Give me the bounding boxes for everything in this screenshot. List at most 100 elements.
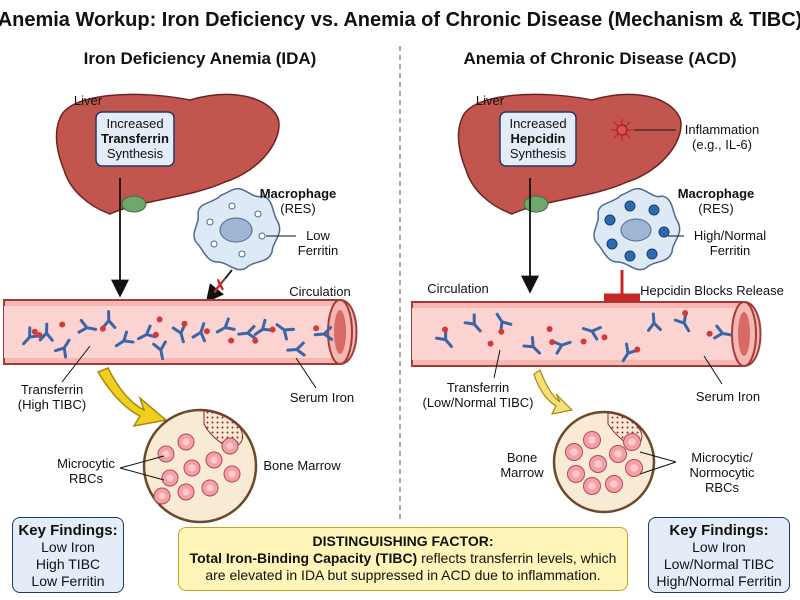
acd-rbcs-line2: Normocytic bbox=[689, 465, 755, 480]
iron-dot bbox=[31, 328, 38, 335]
transferrin-molecule bbox=[286, 341, 306, 357]
transferrin-molecule bbox=[38, 322, 54, 342]
ida-key-item: Low Ferritin bbox=[31, 573, 105, 589]
transferrin-molecule bbox=[152, 340, 167, 361]
rbc bbox=[205, 451, 223, 469]
distinguishing-line2: are elevated in IDA but suppressed in AC… bbox=[205, 567, 601, 583]
iron-dot bbox=[546, 326, 553, 332]
transferrin-molecule bbox=[646, 312, 662, 332]
transferrin-molecule bbox=[581, 326, 602, 341]
acd-serum-iron-leader bbox=[703, 355, 723, 385]
ida-liver-box bbox=[95, 111, 175, 167]
ida-liver-box-line3: Synthesis bbox=[107, 146, 164, 161]
rbc bbox=[201, 479, 219, 497]
iron-dot bbox=[156, 316, 163, 323]
acd-transferrin-line1: Transferrin bbox=[447, 380, 509, 395]
acd-key-title: Key Findings: bbox=[669, 522, 769, 539]
ida-macrophage-title: Macrophage bbox=[260, 186, 337, 201]
rbc bbox=[583, 431, 601, 449]
ida-ferritin-line1: Low bbox=[306, 228, 330, 243]
transferrin-molecule bbox=[713, 324, 733, 340]
acd-serum-iron-label: Serum Iron bbox=[696, 389, 760, 404]
ida-serum-iron-label: Serum Iron bbox=[290, 390, 354, 405]
acd-transferrin-leader bbox=[493, 349, 501, 379]
distinguishing-rest: reflects transferrin levels, which bbox=[417, 550, 617, 566]
rbc bbox=[623, 433, 641, 451]
iron-dot bbox=[228, 337, 235, 344]
ida-liver-label: Liver bbox=[74, 93, 103, 108]
acd-rbcs-line3: RBCs bbox=[705, 480, 739, 495]
iron-dot bbox=[59, 321, 66, 328]
rbc bbox=[153, 487, 171, 505]
rbc bbox=[221, 437, 239, 455]
distinguishing-bold: Total Iron-Binding Capacity (TIBC) bbox=[189, 550, 418, 566]
acd-liver-box-line1: Increased bbox=[509, 116, 566, 131]
transferrin-molecule bbox=[114, 330, 135, 348]
acd-key-item: Low Iron bbox=[692, 539, 746, 555]
ida-rbc-leader-2 bbox=[119, 467, 165, 481]
ida-heading: Iron Deficiency Anemia (IDA) bbox=[84, 49, 317, 68]
iron-dot bbox=[580, 338, 587, 345]
rbc bbox=[177, 483, 195, 501]
transferrin-molecule bbox=[313, 325, 334, 341]
distinguishing-factor-box: DISTINGUISHING FACTOR: Total Iron-Bindin… bbox=[178, 527, 628, 591]
transferrin-molecule bbox=[275, 323, 295, 341]
rbc bbox=[565, 443, 583, 461]
acd-key-findings: Key Findings: Low Iron Low/Normal TIBC H… bbox=[648, 517, 790, 593]
acd-heading: Anemia of Chronic Disease (ACD) bbox=[464, 49, 737, 68]
ida-transferrin-line2: (High TIBC) bbox=[18, 397, 86, 412]
rbc bbox=[625, 459, 643, 477]
rbc bbox=[161, 469, 179, 487]
acd-rbcs-line1: Microcytic/ bbox=[691, 450, 753, 465]
rbc bbox=[177, 433, 195, 451]
ida-macrophage-sub: (RES) bbox=[280, 201, 315, 216]
ida-marrow-label: Bone Marrow bbox=[263, 458, 341, 473]
iron-dot bbox=[152, 331, 159, 338]
transferrin-molecule bbox=[191, 322, 206, 343]
acd-key-item: High/Normal Ferritin bbox=[656, 573, 782, 589]
transferrin-molecule bbox=[549, 339, 572, 355]
acd-rbc-cluster bbox=[565, 431, 643, 495]
rbc bbox=[609, 445, 627, 463]
rbc bbox=[605, 475, 623, 493]
rbc bbox=[567, 465, 585, 483]
transferrin-molecule bbox=[53, 338, 71, 359]
distinguishing-line1: Total Iron-Binding Capacity (TIBC) refle… bbox=[179, 550, 627, 567]
rbc bbox=[157, 445, 175, 463]
ida-ferritin-line2: Ferritin bbox=[298, 243, 338, 258]
acd-macrophage-sub: (RES) bbox=[698, 201, 733, 216]
acd-marrow-line2: Marrow bbox=[500, 465, 544, 480]
acd-macrophage-title: Macrophage bbox=[678, 186, 755, 201]
ida-liver-box-line1: Increased bbox=[106, 116, 163, 131]
acd-yellow-arrow bbox=[533, 369, 574, 415]
acd-ferritin-line1: High/Normal bbox=[694, 228, 766, 243]
ida-key-findings: Key Findings: Low Iron High TIBC Low Fer… bbox=[12, 517, 124, 593]
acd-marrow-line1: Bone bbox=[507, 450, 537, 465]
acd-liver-box-line3: Synthesis bbox=[510, 146, 567, 161]
ida-yellow-arrow bbox=[96, 367, 168, 428]
ida-transferrin-line1: Transferrin bbox=[21, 382, 83, 397]
transferrin-molecule bbox=[621, 342, 641, 363]
acd-ferritin-line2: Ferritin bbox=[710, 243, 750, 258]
iron-dot bbox=[252, 337, 259, 344]
acd-transferrin-line2: (Low/Normal TIBC) bbox=[422, 395, 533, 410]
iron-dot bbox=[313, 325, 320, 332]
ida-rbcs-line2: RBCs bbox=[69, 471, 103, 486]
acd-circulation-label: Circulation bbox=[427, 281, 488, 296]
iron-dot bbox=[601, 334, 608, 341]
transferrin-molecule bbox=[495, 312, 513, 335]
iron-dot bbox=[706, 330, 713, 337]
acd-transferrin-molecules bbox=[435, 310, 733, 363]
rbc bbox=[223, 465, 241, 483]
distinguishing-title: DISTINGUISHING FACTOR: bbox=[312, 533, 494, 549]
inflammation-line1: Inflammation bbox=[685, 122, 759, 137]
transferrin-molecule bbox=[522, 336, 541, 355]
acd-macrophage-icon bbox=[593, 187, 681, 271]
transferrin-molecule bbox=[435, 326, 453, 348]
rbc bbox=[583, 477, 601, 495]
acd-rbc-leader-2 bbox=[639, 461, 677, 475]
ida-circulation-label: Circulation bbox=[289, 284, 350, 299]
acd-liver-label: Liver bbox=[476, 93, 505, 108]
iron-dot bbox=[487, 340, 494, 347]
